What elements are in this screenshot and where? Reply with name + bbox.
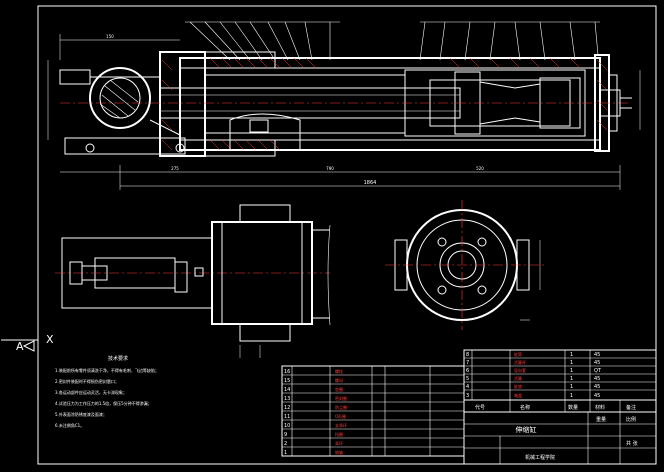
parts-left-no: 1 (284, 450, 287, 456)
parts-right-material: 45 (594, 352, 600, 358)
parts-right-no: 4 (466, 384, 469, 390)
parts-left-name: 销轴 (335, 449, 343, 455)
drawing-title: 伸缩缸 (516, 425, 537, 434)
sheet-label: 共 张 (626, 440, 638, 447)
parts-left-no: 9 (284, 432, 287, 438)
parts-left-no: 13 (284, 396, 290, 402)
drawing-frame (37, 5, 657, 465)
parts-right-qty: 1 (570, 360, 573, 366)
title-block (463, 411, 657, 465)
parts-right-no: 5 (466, 376, 469, 382)
parts-right-qty: 1 (570, 384, 573, 390)
tech-line: 3.各运动部件应运动灵活，无卡滞现象； (55, 389, 127, 395)
section-label-a: A (16, 340, 24, 353)
side-view (55, 204, 331, 358)
parts-left-name: 挡圈 (335, 431, 343, 437)
tech-line: 5.外表面涂防锈底漆及面漆； (55, 411, 107, 417)
parts-left-no: 11 (284, 414, 290, 420)
parts-left-name: 螺母 (335, 377, 343, 383)
header-material: 材料 (595, 404, 605, 411)
dim-d3: 520 (476, 166, 484, 171)
parts-right-no: 6 (466, 368, 469, 374)
parts-right-name: 端盖 (514, 392, 522, 398)
dim-overall-length: 1864 (364, 180, 377, 186)
dim-d4: 150 (106, 34, 114, 39)
parts-right-no: 7 (466, 360, 469, 366)
parts-right-no: 3 (466, 393, 469, 399)
parts-right-no: 8 (466, 352, 469, 358)
parts-left-name: 耳环 (335, 441, 343, 446)
parts-left-name: 支承环 (335, 422, 347, 428)
tech-line: 2.密封件装配时不得损伤密封唇口； (55, 378, 119, 384)
tech-requirements: 技术要求 1.装配前所有零件须清洗干净，不得有毛刺、飞边等缺陷； 2.密封件装配… (55, 355, 159, 428)
tech-line: 4.试验压力为工作压力的1.5倍，保压5分钟不得渗漏； (55, 400, 152, 406)
parts-left-no: 16 (284, 369, 290, 375)
scale-label: 比例 (626, 416, 636, 423)
parts-right-name: 导向套 (514, 367, 526, 373)
header-code: 代号 (475, 404, 485, 411)
parts-right-name: 活塞杆 (514, 359, 526, 365)
parts-right-name: 缸筒 (514, 351, 522, 357)
header-qty: 数量 (568, 404, 578, 411)
parts-right-material: 45 (594, 360, 600, 366)
parts-left-name: 螺栓 (335, 368, 343, 374)
parts-right-qty: 1 (570, 352, 573, 358)
parts-left-name: 垫圈 (335, 386, 343, 392)
parts-right-material: 45 (594, 384, 600, 390)
parts-right-qty: 1 (570, 393, 573, 399)
parts-list-left (281, 365, 465, 457)
parts-right-material: QT (594, 368, 602, 374)
parts-left-no: 14 (284, 387, 290, 393)
parts-left-no: 10 (284, 423, 290, 429)
tech-heading: 技术要求 (108, 355, 128, 362)
parts-left-name: 防尘圈 (335, 404, 347, 410)
dim-d1: 275 (171, 166, 179, 171)
parts-right-name: 活塞 (514, 375, 522, 381)
parts-left-name: 密封圈 (335, 395, 347, 401)
header-name: 名称 (520, 404, 530, 411)
main-section-view (47, 21, 641, 190)
parts-right-material: 45 (594, 376, 600, 382)
parts-left-no: 2 (284, 441, 287, 447)
tech-line: 1.装配前所有零件须清洗干净，不得有毛刺、飞边等缺陷； (55, 367, 159, 373)
parts-right-material: 45 (594, 393, 600, 399)
parts-right-qty: 1 (570, 376, 573, 382)
axis-label-x: X (46, 333, 54, 346)
weight-label: 重量 (596, 416, 606, 423)
dim-d2: 790 (326, 166, 334, 171)
header-remark: 备注 (626, 404, 636, 411)
end-view (385, 200, 545, 330)
parts-left-no: 15 (284, 378, 290, 384)
tech-line: 6.未注倒角C1。 (55, 422, 84, 428)
parts-left-no: 12 (284, 405, 290, 411)
parts-right-name: 缸底 (514, 383, 522, 389)
parts-right-qty: 1 (570, 368, 573, 374)
parts-left-name: O形圈 (335, 413, 346, 419)
school-label: 机械工程学院 (525, 454, 555, 461)
parts-list-right (463, 349, 657, 401)
